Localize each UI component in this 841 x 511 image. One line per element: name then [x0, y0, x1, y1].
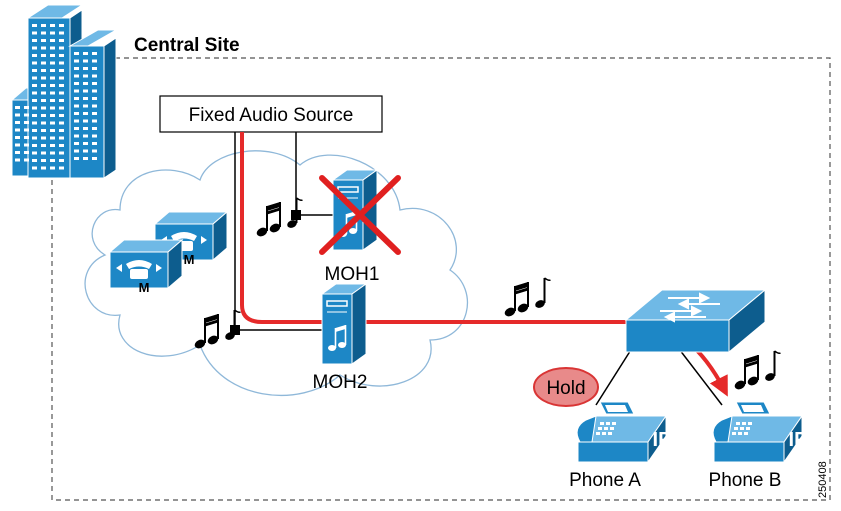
music-note-icon [501, 276, 552, 320]
site-title: Central Site [134, 35, 240, 56]
music-note-icon [731, 349, 782, 393]
call-manager-badge-2: M [139, 280, 150, 295]
hold-status-label: Hold [546, 378, 585, 399]
building-icon [10, 4, 118, 179]
figure-id: 250408 [817, 461, 829, 498]
site-boundary [51, 57, 831, 501]
phone-a-badge: IP [653, 429, 672, 451]
phone-a-label: Phone A [569, 470, 641, 491]
moh1-label: MOH1 [325, 264, 380, 285]
hold-status-badge [533, 367, 599, 407]
moh-server-icon [321, 283, 367, 365]
phone-b-badge: IP [789, 429, 808, 451]
switch-icon [624, 288, 767, 354]
red-x-icon [319, 175, 401, 255]
audio-source-box [159, 95, 383, 133]
moh2-label: MOH2 [313, 372, 368, 393]
phone-b-label: Phone B [709, 470, 782, 491]
call-manager-badge-1: M [184, 252, 195, 267]
audio-source-label: Fixed Audio Source [189, 105, 354, 126]
